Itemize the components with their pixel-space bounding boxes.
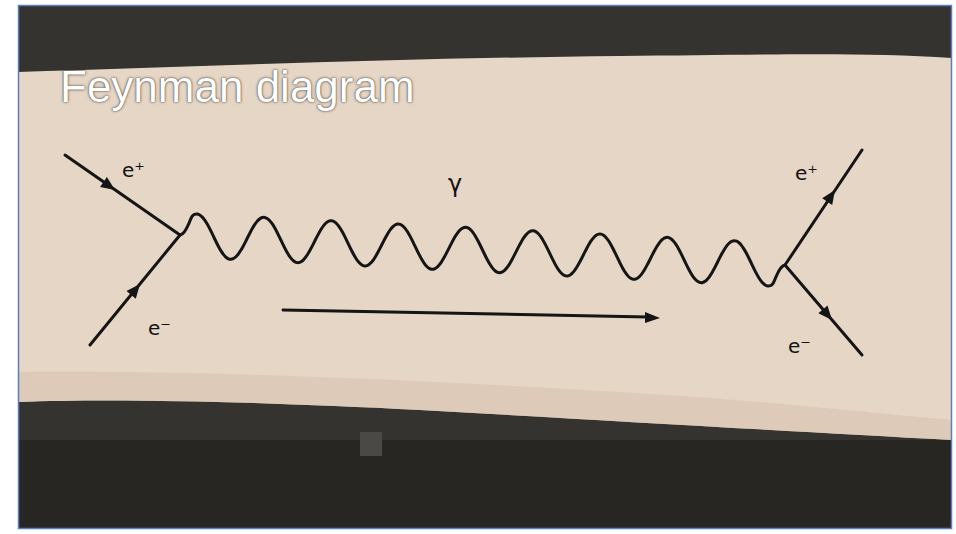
time-arrow-line <box>283 310 648 317</box>
forearm-skin <box>18 54 952 440</box>
photo-background <box>18 5 952 529</box>
arrowhead <box>645 312 660 323</box>
arrowhead <box>822 190 835 205</box>
electron-line <box>785 265 862 355</box>
particle-label: e⁺ <box>122 160 145 180</box>
photo-frame <box>19 6 952 529</box>
electron-line <box>90 235 180 345</box>
particle-label: e⁺ <box>795 163 818 183</box>
slide-title: Feynman diagram <box>60 62 415 112</box>
particle-label: e⁻ <box>148 318 171 338</box>
forearm-shade <box>18 372 952 440</box>
positron-line <box>785 150 862 265</box>
particle-label: γ <box>448 172 462 196</box>
photon-wave <box>180 214 785 286</box>
positron-line <box>65 155 180 235</box>
arrowhead <box>100 177 115 190</box>
background-object <box>360 432 382 456</box>
table-shadow <box>18 440 952 529</box>
arrowhead <box>818 306 832 321</box>
particle-label: e⁻ <box>788 336 811 356</box>
arrowhead <box>127 284 141 299</box>
